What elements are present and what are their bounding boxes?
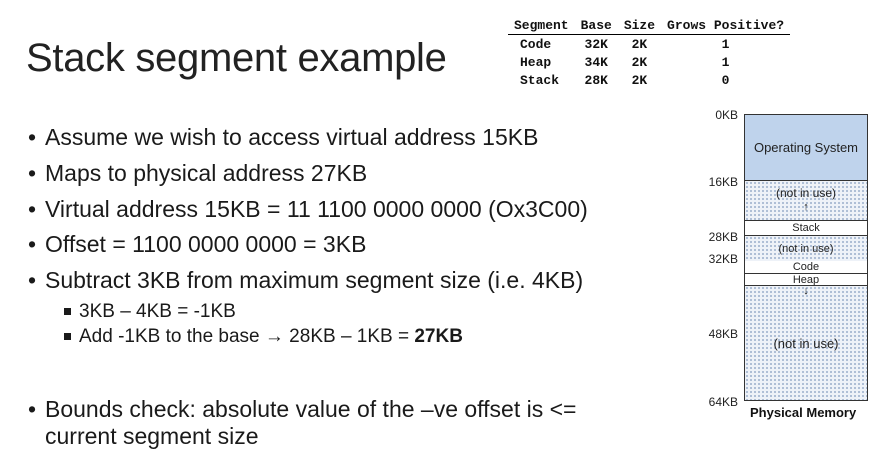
region-unused-top: (not in use) ↑	[745, 181, 867, 221]
bullet-dot-icon: •	[28, 231, 37, 257]
region-code: Code	[745, 261, 867, 274]
bullet-dot-icon: •	[28, 267, 37, 293]
region-operating-system: Operating System	[745, 115, 867, 181]
table-row: Stack 28K 2K 0	[508, 71, 790, 89]
bullet-dot-icon: •	[28, 396, 37, 422]
address-label-0kb: 0KB	[715, 108, 738, 122]
right-arrow-icon: →	[264, 326, 284, 347]
address-label-64kb: 64KB	[708, 395, 738, 409]
header-size: Size	[617, 16, 662, 35]
segment-base: 34K	[584, 54, 608, 70]
segment-name: Code	[520, 36, 552, 52]
segment-name: Stack	[520, 72, 560, 88]
square-bullet-icon	[64, 308, 71, 315]
region-heap: Heap	[745, 274, 867, 286]
segment-grows: 0	[721, 72, 730, 88]
result-value: 27KB	[414, 326, 463, 347]
arrow-down-icon: ↓	[803, 285, 809, 297]
memory-caption: Physical Memory	[750, 405, 857, 420]
segment-table: Segment Base Size Grows Positive? Code 3…	[508, 16, 791, 89]
segment-size: 2K	[631, 36, 648, 52]
segment-grows: 1	[721, 54, 730, 70]
bullet-dot-icon: •	[28, 160, 37, 186]
region-stack: Stack (not in use)	[745, 221, 867, 261]
bullet-dot-icon: •	[28, 196, 37, 222]
region-unused-bottom: ↓ (not in use)	[745, 286, 867, 400]
header-grows: Grows Positive?	[661, 16, 791, 35]
arrow-up-icon: ↑	[803, 201, 809, 213]
segment-size: 2K	[631, 54, 648, 70]
segment-name: Heap	[520, 54, 552, 70]
table-row: Heap 34K 2K 1	[508, 53, 790, 71]
header-segment: Segment	[508, 16, 575, 35]
segment-table-header: Segment Base Size Grows Positive?	[508, 16, 791, 35]
page-title: Stack segment example	[26, 36, 447, 80]
segment-grows: 1	[721, 36, 730, 52]
segment-size: 2K	[631, 72, 648, 88]
address-label-16kb: 16KB	[708, 175, 738, 189]
square-bullet-icon	[64, 333, 71, 340]
table-row: Code 32K 2K 1	[508, 35, 790, 54]
physical-memory-diagram: Operating System (not in use) ↑ Stack (n…	[744, 114, 868, 401]
header-base: Base	[574, 16, 618, 35]
stack-label: Stack	[792, 222, 820, 234]
address-label-32kb: 32KB	[708, 252, 738, 266]
address-label-28kb: 28KB	[708, 230, 738, 244]
segment-base: 32K	[584, 36, 608, 52]
segment-base: 28K	[584, 72, 608, 88]
address-label-48kb: 48KB	[708, 327, 738, 341]
bullet-dot-icon: •	[28, 124, 37, 150]
stack-unused-label: (not in use)	[745, 235, 867, 261]
